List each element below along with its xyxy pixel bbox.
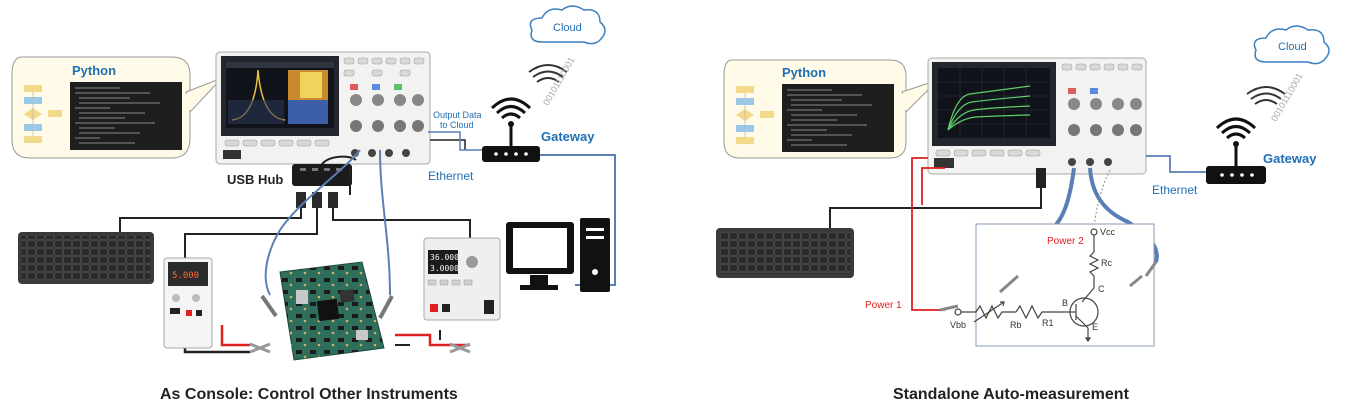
usb-hub [292, 164, 352, 208]
oscilloscope-right [927, 57, 1147, 188]
vbb-label: Vbb [950, 320, 966, 330]
output-data-label-1: Output Data [433, 110, 482, 120]
vcc-label: Vcc [1100, 227, 1116, 237]
probes-left [249, 294, 471, 354]
code-window [70, 82, 182, 150]
scope-screen-right [938, 68, 1050, 138]
flowchart-icon [24, 85, 62, 143]
wifi-icon-left [528, 64, 568, 83]
binary-text-left: 00101110001 [541, 55, 577, 107]
power2-label: Power 2 [1047, 236, 1084, 247]
cloud-label-left: Cloud [553, 22, 582, 34]
ethernet-label-right: Ethernet [1152, 183, 1198, 197]
gateway-router-left [482, 97, 540, 162]
psu-display-bottom: 3.0000 [430, 264, 459, 273]
circuit-board [279, 261, 385, 361]
python-bubble: Python [11, 56, 223, 159]
right-panel: Python [716, 25, 1330, 347]
caption-left: As Console: Control Other Instruments [160, 386, 458, 403]
gateway-label-right: Gateway [1263, 151, 1317, 166]
psu-display-top: 36.000 [430, 253, 459, 262]
wifi-icon-right [1246, 86, 1286, 105]
code-window-right [782, 84, 894, 152]
keyboard-right [716, 228, 854, 278]
oscilloscope [215, 51, 431, 165]
cloud-icon-right: Cloud [1253, 25, 1330, 65]
b-label: B [1062, 298, 1068, 308]
rc-label: Rc [1101, 258, 1112, 268]
cloud-icon-left: Cloud [529, 5, 606, 45]
python-title-right: Python [782, 65, 826, 80]
binary-text-right: 00101110001 [1269, 71, 1305, 123]
caption-right: Standalone Auto-measurement [893, 386, 1129, 403]
power-supply: 36.000 3.0000 [423, 237, 501, 321]
output-data-label-2: to Cloud [440, 120, 474, 130]
e-label: E [1092, 322, 1098, 332]
gateway-router-right [1206, 117, 1266, 184]
flowchart-icon-right [736, 86, 774, 144]
python-title: Python [72, 63, 116, 78]
power1-label: Power 1 [865, 300, 902, 311]
computer-icon [506, 218, 610, 292]
r1-label: R1 [1042, 318, 1054, 328]
python-bubble-right: Python [723, 59, 939, 159]
probes-right [939, 261, 1158, 312]
small-power-supply: 5.000 [163, 257, 213, 349]
usb-hub-label: USB Hub [227, 172, 283, 187]
keyboard-left [18, 232, 154, 284]
gateway-label-left: Gateway [541, 129, 595, 144]
transistor-circuit: Vcc Rc Vbb Rb R1 B C E [950, 223, 1155, 347]
cloud-label-right: Cloud [1278, 41, 1307, 53]
ethernet-label-left: Ethernet [428, 169, 474, 183]
c-label: C [1098, 284, 1105, 294]
left-panel: Python [11, 5, 616, 361]
rb-label: Rb [1010, 320, 1022, 330]
small-psu-display: 5.000 [172, 271, 199, 281]
